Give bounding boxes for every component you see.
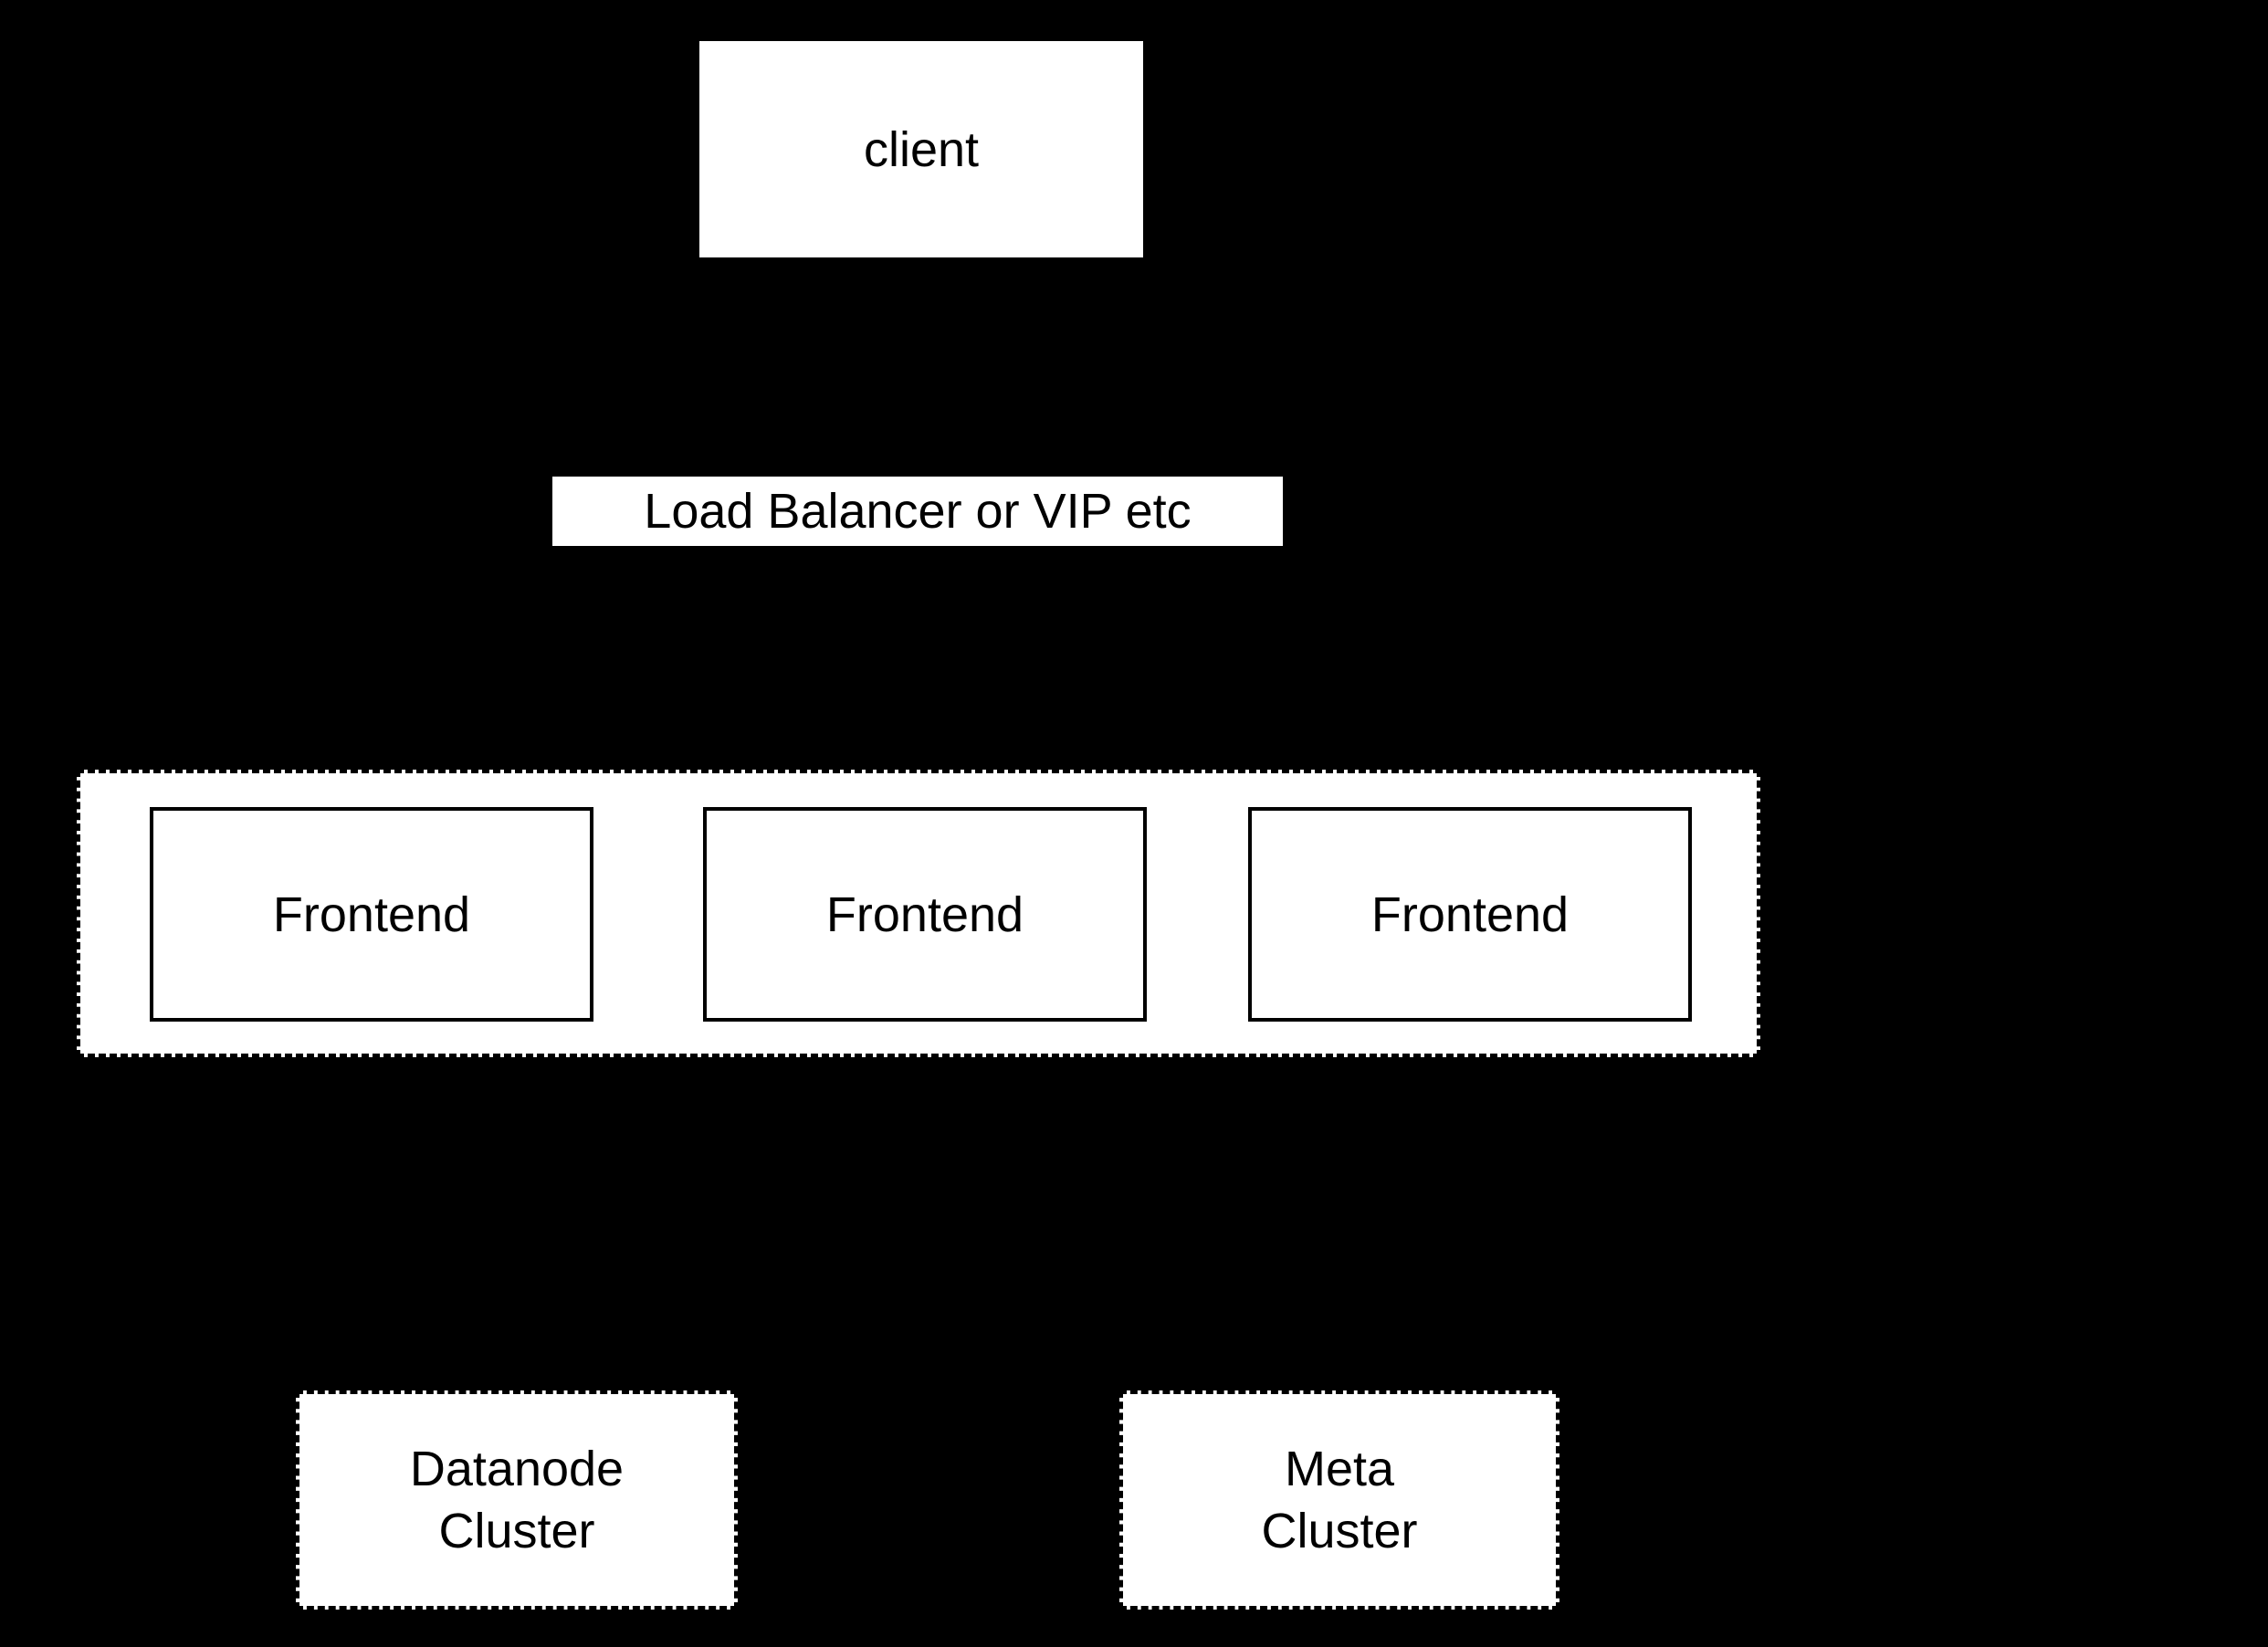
frontend-node-1: Frontend bbox=[150, 807, 593, 1022]
client-label: client bbox=[863, 121, 980, 177]
meta-cluster-node: Meta Cluster bbox=[1119, 1390, 1559, 1610]
client-node: client bbox=[699, 41, 1143, 257]
datanode-cluster-label-line-1: Datanode bbox=[409, 1442, 625, 1496]
frontend-label-1: Frontend bbox=[272, 886, 471, 942]
load-balancer-label: Load Balancer or VIP etc bbox=[644, 484, 1192, 539]
meta-cluster-label-line-2: Cluster bbox=[1261, 1504, 1418, 1558]
datanode-cluster-node: Datanode Cluster bbox=[296, 1390, 738, 1610]
frontend-label-2: Frontend bbox=[825, 886, 1024, 942]
datanode-cluster-label-line-2: Cluster bbox=[438, 1504, 595, 1558]
frontend-node-3: Frontend bbox=[1248, 807, 1692, 1022]
load-balancer-node: Load Balancer or VIP etc bbox=[552, 477, 1283, 546]
frontend-node-2: Frontend bbox=[703, 807, 1147, 1022]
frontend-group: Frontend Frontend Frontend bbox=[77, 770, 1760, 1057]
meta-cluster-label-line-1: Meta bbox=[1284, 1442, 1395, 1496]
frontend-label-3: Frontend bbox=[1370, 886, 1570, 942]
